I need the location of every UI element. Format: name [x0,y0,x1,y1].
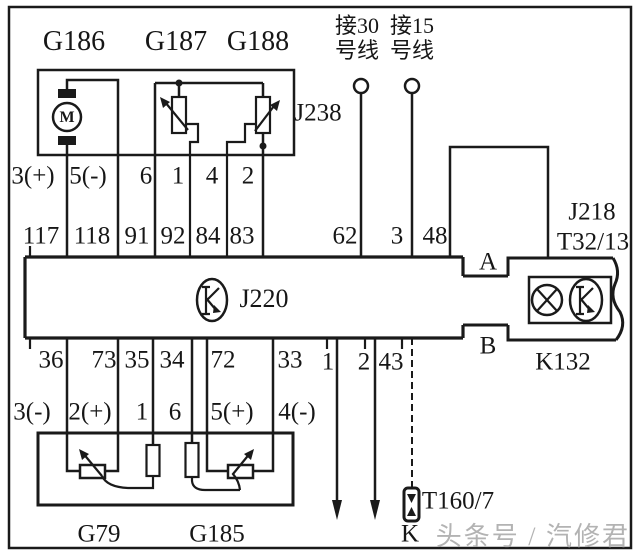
g187-wiper-arrowhead [160,97,170,108]
label-k-wire: K [400,520,420,548]
j220-pin-62: 62 [332,222,358,250]
j220-pin-33: 33 [277,346,303,374]
watermark: 头条号 / 汽修君 [435,522,630,551]
wire-36-3minus [65,338,80,473]
g185-potentiometer-icon [184,441,255,492]
label-j220: J220 [239,284,289,313]
wire-48-k132 [448,145,550,257]
label-g187: G187 [144,26,208,57]
ground-arrow-1 [332,500,342,520]
j220-pin-36: 36 [38,346,64,374]
g187-potentiometer-icon [153,81,263,257]
label-t160-7: T160/7 [421,487,495,515]
label-j238: J238 [294,99,342,127]
terminal-30-line1: 接30 [334,13,380,38]
terminal-30-icon [352,77,370,257]
label-stub-b: B [479,332,497,360]
j220-pin-73: 73 [91,346,117,374]
wire-72-5plus [205,338,228,473]
sensor-pin-2plus: 2(+) [68,398,112,426]
label-g185: G185 [189,520,245,548]
label-k132: K132 [535,348,591,376]
label-g186: G186 [42,26,106,57]
j220-pin-83: 83 [229,222,255,250]
j220-pin-3: 3 [390,222,404,250]
j238-pin-4: 4 [205,162,219,190]
j220-pin-117: 117 [22,222,60,250]
sensor-pin-4minus: 4(-) [278,398,316,426]
g188-potentiometer-icon [225,83,275,257]
k132-box [506,256,625,342]
j220-pin-48: 48 [422,222,448,250]
terminal-30-line2: 号线 [334,38,380,63]
terminal-15-icon [403,77,421,257]
terminal-15-line2: 号线 [389,38,435,63]
label-terminal-15: 接15 号线 [390,13,434,63]
label-j218: J218 [568,198,616,226]
label-g188: G188 [226,26,290,57]
motor-letter: M [59,109,75,126]
wire-73-2plus [105,338,120,473]
label-stub-a: A [478,248,498,276]
sensor-pin-6: 6 [168,398,182,426]
j220-pin-118: 118 [73,222,111,250]
diagram-lines [7,5,633,550]
pedal-sensor-box [36,431,295,507]
j220-pin-84: 84 [195,222,221,250]
j220-box [23,255,465,340]
frame-border [7,5,633,550]
g79-potentiometer-icon [78,443,161,490]
t160-connector-glyph-bottom [407,507,416,516]
transistor-icon-k132 [568,277,604,323]
j220-pin-43: 43 [378,348,404,376]
label-terminal-30: 接30 号线 [335,13,379,63]
k132-transistor-arrow [587,305,595,313]
label-g79: G79 [77,520,121,548]
ab-stub-wires [463,274,508,327]
j220-pin-2: 2 [357,348,371,376]
t160-connector-icon [402,486,421,523]
j220-pin-72: 72 [210,346,236,374]
j220-pin-35: 35 [124,346,150,374]
j238-pin-5minus: 5(-) [69,162,107,190]
motor-brush-top [58,89,76,98]
sensor-pin-1: 1 [135,398,149,426]
t160-connector-glyph-top [407,494,416,503]
j220-pin-92: 92 [160,222,186,250]
diagram-fills [58,79,595,520]
transistor-icon-j220 [195,277,229,323]
motor-brush-bottom [58,136,76,145]
label-t32-13: T32/13 [556,228,630,256]
wire-33-4minus [253,338,275,473]
pin-slot-ticks-bottom [325,338,404,349]
j238-pin-2: 2 [241,162,255,190]
junction-dot [259,142,267,150]
junction-dot [175,79,183,87]
j238-pin-1: 1 [171,162,185,190]
sensor-pin-5plus: 5(+) [210,398,254,426]
motor-icon [51,101,83,133]
g185-wiper-arrowhead [244,449,254,460]
j238-box [36,68,296,157]
k132-inner-box [527,275,613,325]
j238-pin-3plus: 3(+) [11,162,55,190]
terminal-15-line1: 接15 [389,13,435,38]
sensor-pin-3minus: 3(-) [13,398,51,426]
warning-lamp-icon [530,283,564,317]
j238-pin-6: 6 [139,162,153,190]
j220-transistor-arrow [213,305,221,313]
j220-pin-34: 34 [159,346,185,374]
g188-wiper-arrowhead [270,100,280,111]
j220-pin-91: 91 [124,222,150,250]
wire-5minus-118 [65,78,120,257]
j220-pin-1: 1 [321,348,335,376]
g79-wiper-arrowhead [79,449,89,460]
ground-arrow-2 [370,500,380,520]
